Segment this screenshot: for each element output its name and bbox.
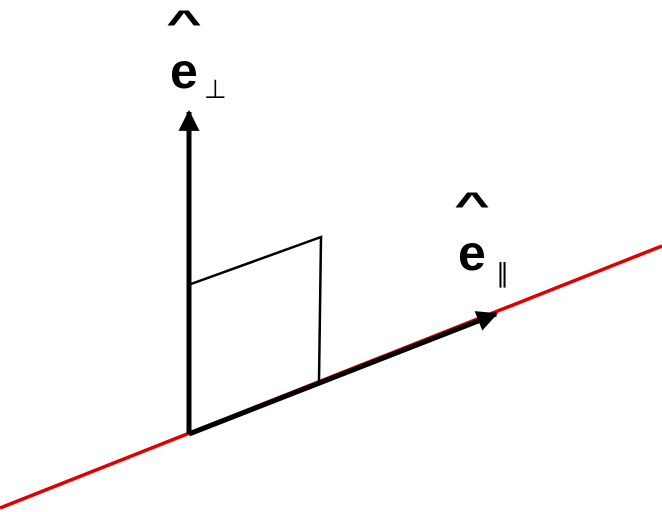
perp-label-subscript: ⊥ <box>204 74 227 104</box>
perpendicular-label: ^ e ⊥ <box>166 4 227 104</box>
par-label-hat: ^ <box>454 186 490 224</box>
perp-label-hat: ^ <box>166 4 202 42</box>
right-angle-square <box>190 235 323 382</box>
par-label-e: e <box>458 225 486 281</box>
parallel-label: ^ e ∥ <box>454 186 509 288</box>
par-label-subscript: ∥ <box>496 258 509 288</box>
perp-label-e: e <box>170 43 198 99</box>
parallel-vector-arrow <box>188 311 498 437</box>
